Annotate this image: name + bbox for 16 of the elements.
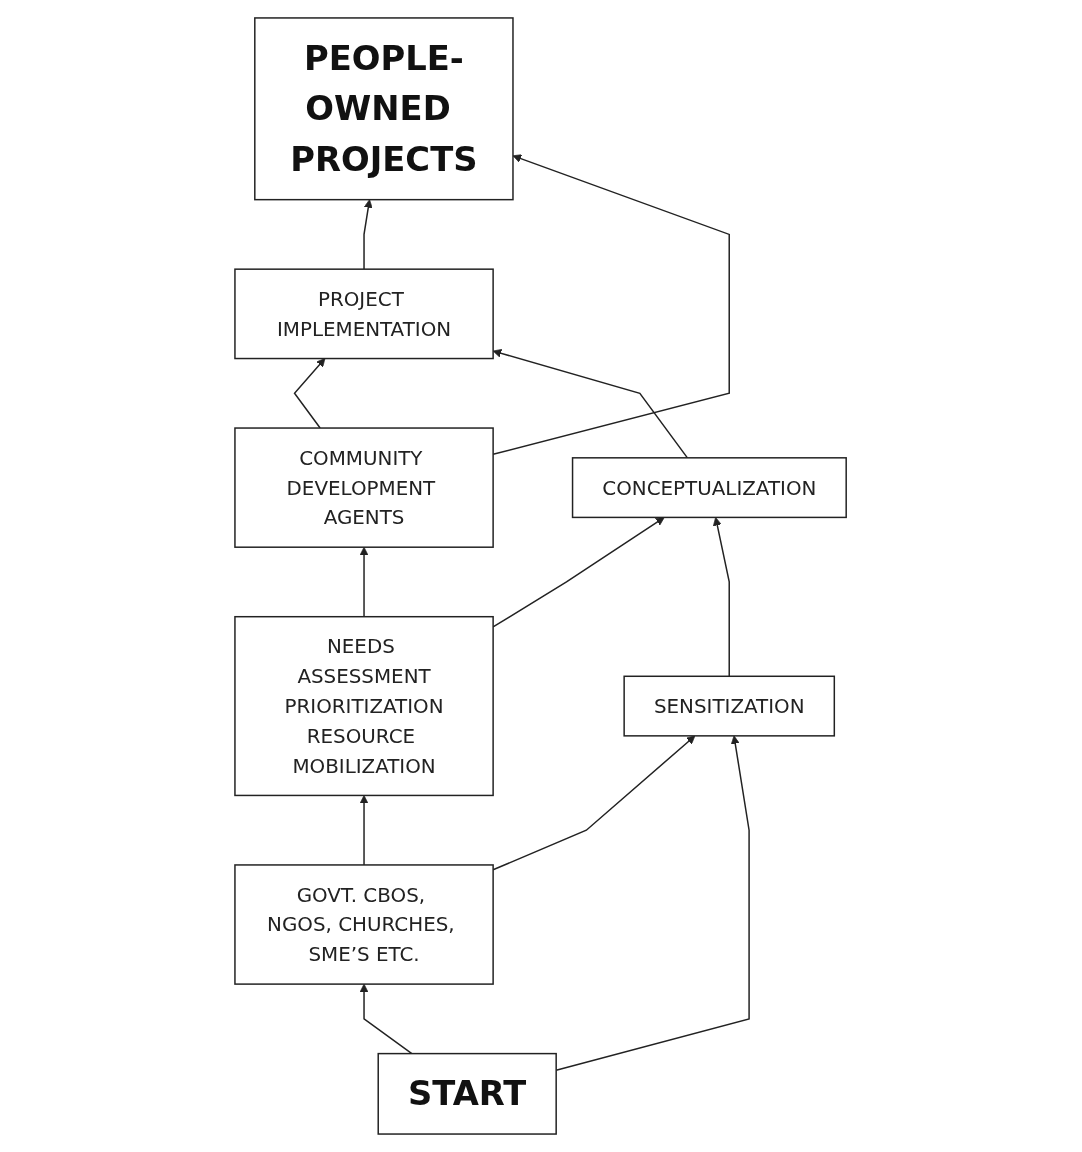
node-box: CONCEPTUALIZATION — [572, 457, 848, 519]
arrow — [360, 983, 414, 1055]
arrow — [713, 517, 731, 678]
arrow — [493, 349, 689, 459]
arrow — [294, 358, 326, 429]
node-box: PROJECT IMPLEMENTATION — [234, 268, 495, 360]
node-box: COMMUNITY DEVELOPMENT AGENTS — [234, 427, 495, 548]
node-box: PEOPLE-OWNED PROJECTS — [254, 17, 515, 201]
node-box: GOVT. CBOS, NGOS, CHURCHES, SME’S ETC. — [234, 864, 495, 985]
arrow — [360, 795, 369, 866]
arrow — [363, 199, 374, 270]
node-box: NEEDS ASSESSMENT PRIORITIZATION RESOURCE MOBILIZATION — [234, 615, 495, 797]
node-box: SENSITIZATION — [623, 675, 836, 737]
arrow — [492, 735, 696, 871]
node-box: START — [377, 1052, 558, 1135]
arrow — [360, 546, 369, 618]
